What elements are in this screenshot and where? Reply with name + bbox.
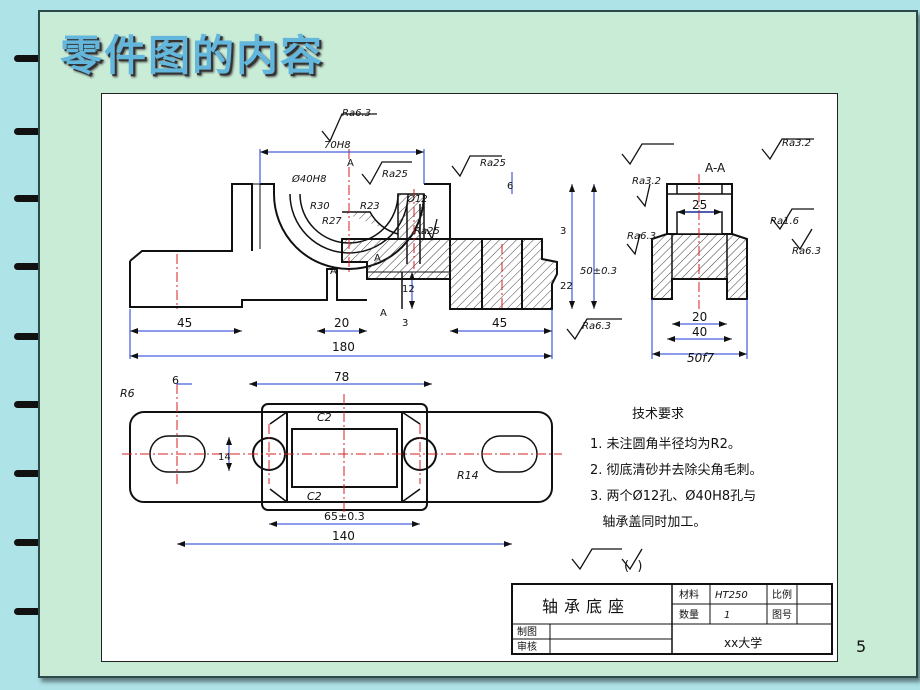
- dim-c2b: C2: [307, 490, 322, 503]
- roughness-note: ( ): [624, 559, 642, 574]
- dim-h6: 6: [507, 181, 513, 192]
- dim-w180: 180: [332, 340, 355, 354]
- dim-side-50f7: 50f7: [687, 351, 714, 365]
- dim-h12: 12: [402, 284, 415, 295]
- dim-hole12: Ø12: [406, 193, 428, 205]
- ra-side-b: Ra3.2: [632, 176, 661, 187]
- title-block-org: xx大学: [724, 635, 762, 650]
- title-block-qty-label: 数量: [679, 608, 699, 621]
- dim-d78: 78: [334, 370, 349, 384]
- side-view-label: A-A: [705, 161, 726, 175]
- dim-70h8: 70H8: [324, 140, 351, 151]
- dim-side-40: 40: [692, 325, 707, 339]
- ra-side-c: Ra6.3: [627, 231, 656, 242]
- title-block-scale-label: 比例: [772, 588, 792, 601]
- page-number: 5: [856, 637, 867, 656]
- title-block-qty-value: 1: [724, 610, 730, 621]
- title-block-part-name: 轴承底座: [542, 597, 630, 616]
- tech-req-heading: 技术要求: [632, 407, 684, 422]
- roughness-symbols: [321, 113, 814, 571]
- dim-d6: 6: [172, 374, 179, 387]
- top-view: [129, 403, 553, 511]
- dim-w20: 20: [334, 316, 349, 330]
- title-block-lines: [511, 583, 833, 655]
- title-block-material-label: 材料: [679, 588, 699, 601]
- front-view: [129, 183, 558, 310]
- dim-d14: 14: [218, 452, 231, 463]
- tech-req-item-3: 3. 两个Ø12孔、Ø40H8孔与: [590, 489, 756, 504]
- dim-bore-dia: Ø40H8: [291, 173, 326, 185]
- drawing-canvas: Ra6.3 70H8 A Ø40H8 Ra25 R30 R27 R23 Ø12 …: [120, 108, 833, 655]
- front-dimension-lines: [129, 149, 597, 359]
- title-block-drawn-label: 制图: [517, 625, 537, 638]
- dim-side-25: 25: [692, 198, 707, 212]
- dim-h50: 50±0.3: [580, 266, 617, 277]
- dim-r23: R23: [360, 201, 380, 212]
- engineering-drawing: Ra6.3 70H8 A Ø40H8 Ra25 R30 R27 R23 Ø12 …: [101, 93, 838, 662]
- title-block-checked-label: 审核: [517, 640, 537, 653]
- ra-slot: Ra25: [480, 158, 506, 169]
- dim-r6: R6: [120, 387, 135, 400]
- section-mark-a4: A: [380, 308, 387, 319]
- dim-h3a: 3: [560, 226, 566, 237]
- tech-req-item-1: 1. 未注圆角半径均为R2。: [590, 437, 741, 452]
- dim-r27: R27: [322, 216, 342, 227]
- ra-side-d: Ra1.6: [770, 216, 799, 227]
- dim-side-20: 20: [692, 310, 707, 324]
- dim-w45a: 45: [177, 316, 192, 330]
- title-block-drawing-no-label: 图号: [772, 609, 792, 621]
- ra-bottom: Ra6.3: [582, 321, 611, 332]
- dim-c2a: C2: [317, 411, 332, 424]
- dim-h22: 22: [560, 281, 573, 292]
- ra-bore: Ra25: [382, 169, 408, 180]
- front-center-lines: [176, 149, 503, 309]
- dim-r14: R14: [457, 469, 479, 482]
- section-mark-a3: A: [330, 266, 337, 277]
- slide-title: 零件图的内容: [60, 31, 325, 80]
- dim-r30: R30: [310, 201, 330, 212]
- dim-w45b: 45: [492, 316, 507, 330]
- side-dimension-lines: [651, 209, 748, 359]
- title-block-material-value: HT250: [715, 590, 748, 601]
- ra-side-e: Ra6.3: [792, 246, 821, 257]
- dim-h3b: 3: [402, 318, 408, 329]
- drawing-labels: Ra6.3 70H8 A Ø40H8 Ra25 R30 R27 R23 Ø12 …: [120, 108, 821, 653]
- ra-right: Ra25: [414, 226, 440, 237]
- tech-req-item-4: 轴承盖同时加工。: [590, 515, 706, 530]
- ra-side-a: Ra3.2: [782, 138, 811, 149]
- tech-req-item-2: 2. 彻底清砂并去除尖角毛刺。: [590, 462, 763, 478]
- section-mark-a2: A: [374, 253, 381, 264]
- dim-d140: 140: [332, 529, 355, 543]
- ra-top: Ra6.3: [342, 108, 371, 119]
- top-dimension-lines: [177, 381, 512, 547]
- top-center-lines: [122, 384, 562, 514]
- dim-d65: 65±0.3: [324, 510, 365, 523]
- section-mark-a1: A: [347, 158, 354, 169]
